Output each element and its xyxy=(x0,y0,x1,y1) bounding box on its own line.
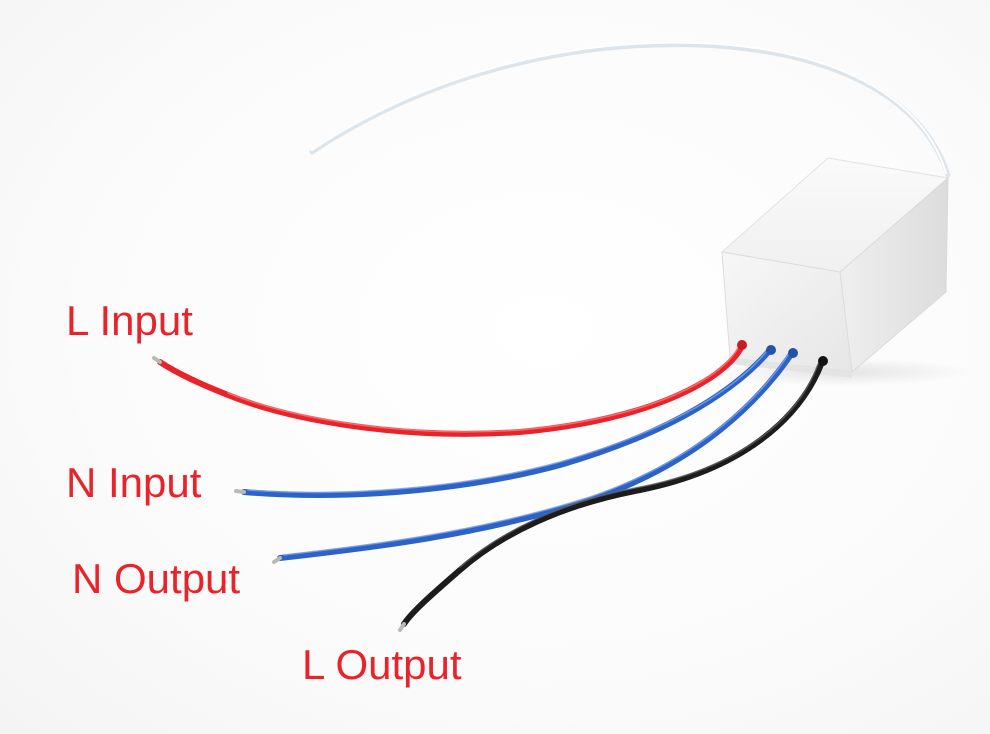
n-input-label: N Input xyxy=(66,459,202,506)
n-input-wire xyxy=(241,347,773,498)
n-output-wire-tip xyxy=(272,556,282,564)
n-output-wire-shine xyxy=(283,354,789,556)
n-output-label: N Output xyxy=(72,555,241,602)
l-input-wire-tip xyxy=(152,356,162,364)
n-output-wire xyxy=(277,350,795,561)
l-input-wire xyxy=(157,343,745,437)
l-output-wire-shine xyxy=(459,363,819,568)
l-input-label: L Input xyxy=(66,297,193,344)
n-input-wire-tip xyxy=(234,489,246,494)
antenna-wire xyxy=(309,42,951,178)
grommet-black xyxy=(818,356,828,366)
l-output-wire-tip xyxy=(398,622,406,632)
grommet-red xyxy=(737,340,747,350)
l-output-label: L Output xyxy=(302,641,462,688)
grommet-blue-2 xyxy=(788,348,798,358)
l-output-wire xyxy=(401,359,825,627)
l-input-wire-shine xyxy=(227,347,739,433)
grommet-blue-1 xyxy=(766,345,776,355)
antenna-wire-highlight xyxy=(311,41,947,174)
n-input-wire-shine xyxy=(247,351,767,494)
